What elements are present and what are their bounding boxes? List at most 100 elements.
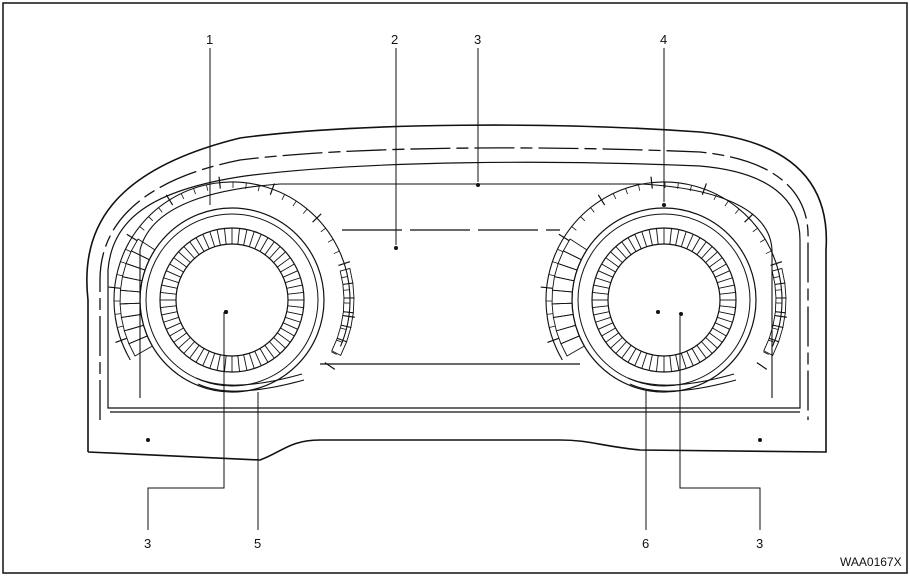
gauge-segment — [712, 263, 727, 273]
gauge-segment — [202, 234, 210, 250]
gauge-tick — [625, 188, 628, 195]
gauge-segment — [273, 251, 286, 263]
gauge-segment — [248, 353, 255, 369]
gauge-segment — [712, 327, 727, 337]
gauge-segment — [615, 246, 627, 259]
gauge-segment — [259, 348, 269, 363]
gauge-segment — [686, 350, 694, 366]
gauge-tick — [120, 261, 127, 264]
gauge-bar-segment — [119, 302, 142, 319]
gauge-tick — [701, 183, 707, 195]
leader-3-left-dot-b — [224, 310, 228, 314]
gauge-segment — [254, 234, 262, 250]
gauge-outer-arc — [545, 181, 783, 419]
gauge-tick — [338, 261, 351, 266]
gauge-segment — [183, 341, 195, 354]
gauge-segment — [717, 316, 733, 323]
gauge-segment — [269, 246, 281, 259]
gauge-tick — [108, 286, 121, 289]
gauge-segment — [714, 322, 730, 330]
gauge-ring-inner — [159, 227, 305, 373]
gauge-segment — [705, 337, 718, 349]
gauge-segment — [605, 332, 619, 343]
gauge-tick — [158, 207, 163, 213]
gauge-tick — [724, 200, 729, 207]
gauge-segment — [173, 332, 187, 343]
gauge-tick — [341, 276, 348, 279]
gauge-segment — [161, 311, 178, 316]
gauge-side-segment — [774, 297, 787, 314]
gauge-tick — [548, 274, 555, 277]
gauge-segment — [634, 350, 642, 366]
gauge-segment — [595, 316, 611, 323]
gauge-bar-segment — [551, 289, 573, 305]
gauge-tick — [597, 194, 606, 206]
gauge-tick — [571, 226, 577, 231]
gauge-segment — [610, 337, 623, 349]
gauge-dial-face — [175, 243, 289, 357]
gauge-segment — [701, 341, 713, 354]
gauge-side-segment — [342, 297, 355, 314]
gauge-segment — [592, 292, 609, 295]
gauge-segment — [286, 284, 303, 289]
gauge-segment — [691, 237, 701, 252]
gauge-segment — [593, 311, 610, 316]
gauge-segment — [169, 327, 184, 337]
gauge-bar-segment — [551, 302, 574, 319]
gauge-tick — [713, 194, 718, 200]
gauge-ring-mid — [577, 213, 751, 387]
gauge-segment — [656, 355, 659, 372]
gauge-segment — [621, 345, 632, 359]
gauge-tick — [312, 213, 322, 223]
gauge-segment — [209, 353, 216, 369]
gauge-segment — [183, 246, 195, 259]
gauge-segment — [709, 332, 723, 343]
gauge-tick — [677, 182, 679, 189]
gauge-segment — [178, 337, 191, 349]
gauge-segment — [701, 246, 713, 259]
gauge-tick — [336, 339, 343, 343]
gauge-tick — [689, 185, 692, 192]
gauge-tick — [558, 233, 570, 242]
gauge-segment — [709, 257, 723, 268]
gauge-tick — [540, 286, 553, 289]
callout-3-top: 3 — [474, 32, 481, 47]
gauge-segment — [593, 284, 610, 289]
gauge-segment — [287, 292, 304, 295]
gauge-segment — [282, 270, 298, 278]
leader-3-right-dot-b — [679, 312, 683, 316]
gauge-tick — [324, 362, 336, 370]
gauge-segment — [680, 231, 687, 247]
leader-3-left-dot-a — [146, 438, 150, 442]
gauge-bar-segment — [562, 238, 588, 261]
gauge-segment — [209, 231, 216, 247]
gauge-segment — [718, 311, 735, 316]
gauge-tick — [117, 325, 124, 328]
gauge-tick — [180, 193, 185, 200]
display-trim-line — [139, 183, 773, 398]
gauge-segment — [178, 251, 191, 263]
leader-3-top-dot — [476, 183, 480, 187]
gauge-segment — [280, 327, 295, 337]
gauge-segment — [195, 348, 205, 363]
gauge-segment — [280, 263, 295, 273]
gauge-segment — [254, 350, 262, 366]
gauge-segment — [705, 251, 718, 263]
gauge-tick — [340, 327, 347, 330]
gauge-segment — [224, 355, 227, 372]
gauge-tick — [257, 185, 260, 192]
gauge-outer-arc — [113, 181, 351, 419]
gauge-segment — [285, 316, 301, 323]
gauge-segment — [202, 350, 210, 366]
gauge-tick — [650, 176, 653, 189]
gauge-segment — [718, 284, 735, 289]
gauge-segment — [269, 341, 281, 354]
gauge-tick — [773, 276, 780, 279]
gauge-tick — [775, 289, 782, 291]
gauge-center-dot — [656, 310, 660, 314]
gauge-tick — [765, 250, 772, 254]
gauge-segment — [224, 228, 227, 245]
gauge-segment — [273, 337, 286, 349]
gauge-segment — [285, 277, 301, 284]
